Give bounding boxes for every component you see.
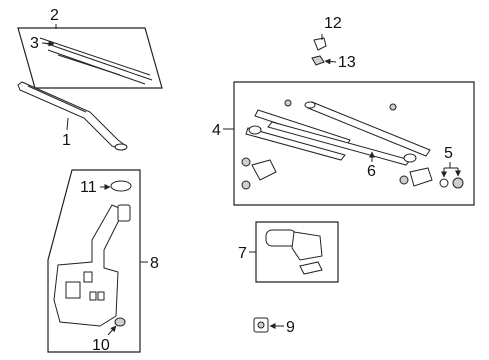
washer-pump: 9 [253, 317, 295, 336]
callout-13: 13 [338, 54, 356, 71]
callout-12: 12 [324, 15, 342, 32]
callout-3: 3 [30, 35, 39, 52]
blade-insert-box [17, 27, 163, 89]
wiper-arm: 1 [17, 81, 128, 151]
callout-10: 10 [92, 337, 110, 354]
washer-tank-group: 11 8 10 [47, 169, 159, 354]
callout-2: 2 [50, 7, 59, 24]
motor-box [255, 221, 339, 283]
linkage-box [233, 81, 475, 206]
callout-11: 11 [80, 179, 97, 196]
blade-insert-group: 2 3 [17, 7, 163, 89]
callout-4: 4 [212, 122, 221, 139]
callout-9: 9 [286, 319, 295, 336]
linkage-group: 4 5 6 [212, 81, 475, 206]
cap-nut-group: 12 13 [311, 15, 356, 71]
washer-tank-box [47, 169, 141, 353]
callout-5: 5 [444, 145, 453, 162]
callout-7: 7 [238, 245, 247, 262]
motor-group: 7 [238, 221, 339, 283]
callout-8: 8 [150, 255, 159, 272]
callout-1: 1 [62, 132, 71, 149]
callout-6: 6 [367, 163, 376, 180]
